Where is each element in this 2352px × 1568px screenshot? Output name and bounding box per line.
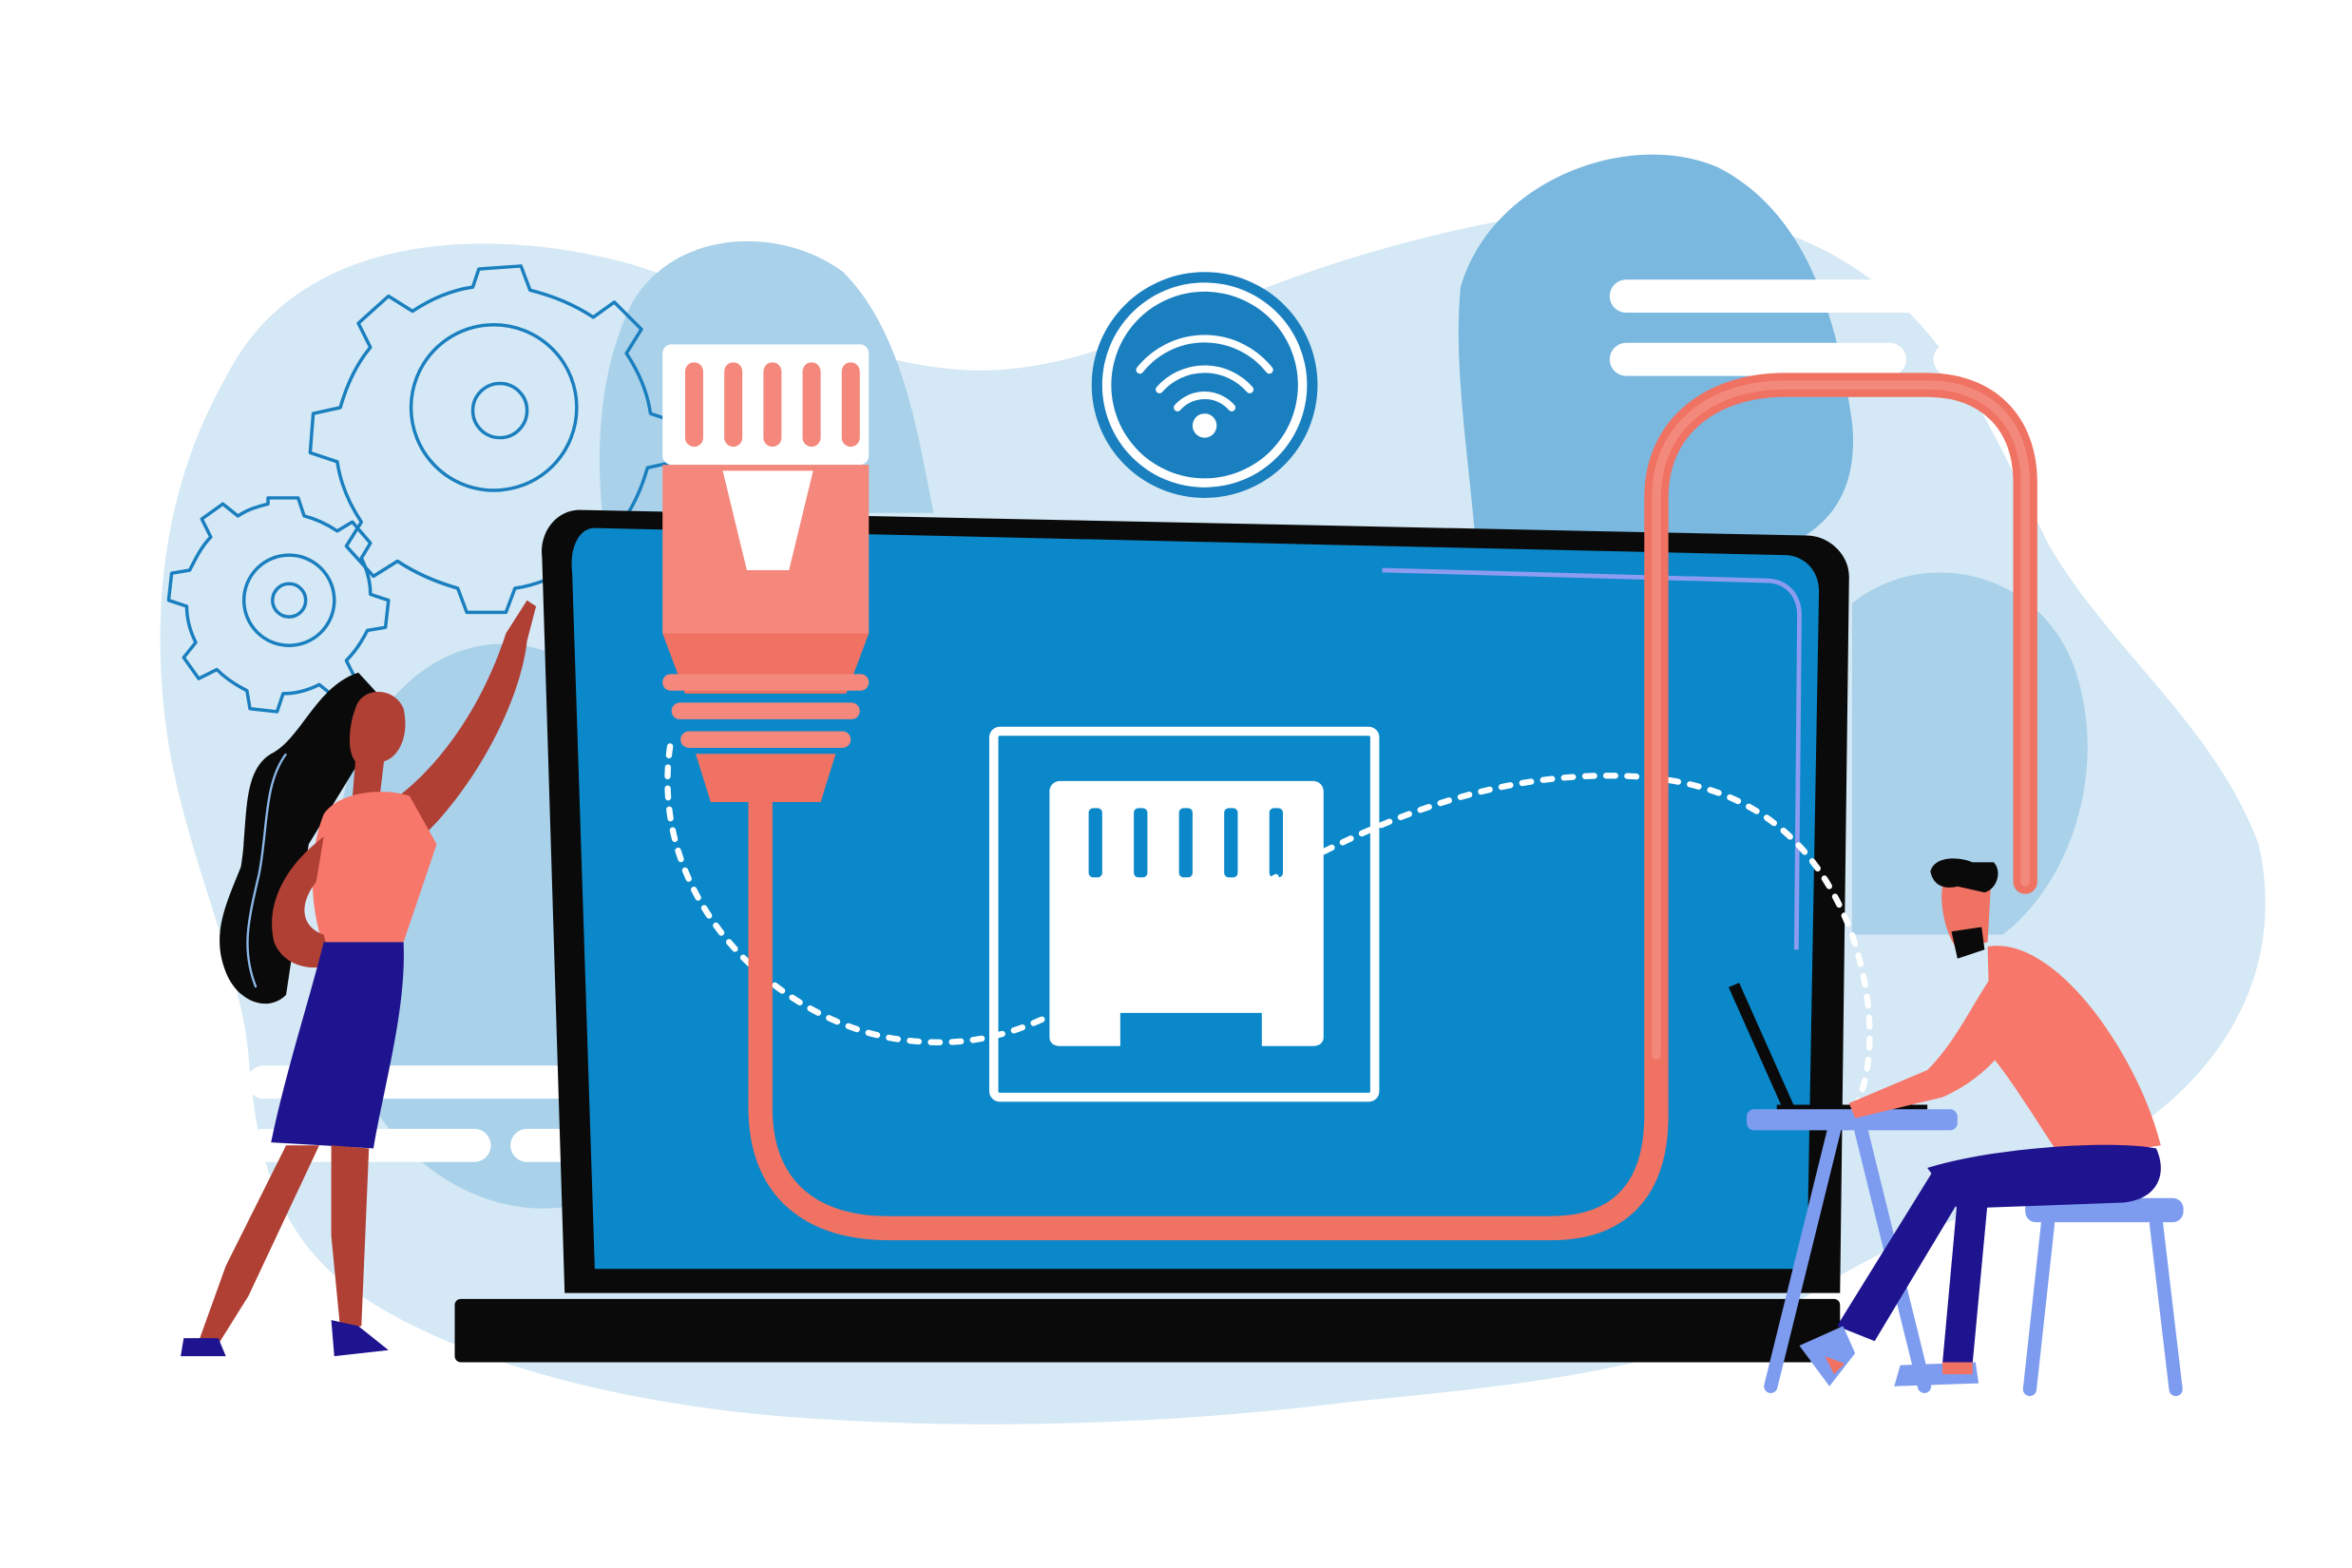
gear-small-ring [241,553,336,647]
gear-large-ring [409,322,579,492]
gear-small-hub [271,582,308,619]
ethernet-port-icon [989,726,1380,1102]
gear-icon [166,496,391,714]
small-laptop [1729,983,1795,1113]
gear-small-outline [166,496,391,714]
wifi-icon [1091,272,1318,498]
table-top [1747,1109,1958,1131]
laptop-base [454,1298,1841,1363]
network-dashed-path [664,743,1873,1111]
ethernet-cable [748,373,2037,1241]
ethernet-plug-icon [662,344,870,803]
screen-accent-line [1382,567,1802,950]
man-at-laptop [1729,858,2184,1397]
gear-icon [308,264,679,615]
gear-large-hub [470,381,529,440]
woman-pointing [181,600,537,1357]
gear-large-outline [308,264,679,615]
